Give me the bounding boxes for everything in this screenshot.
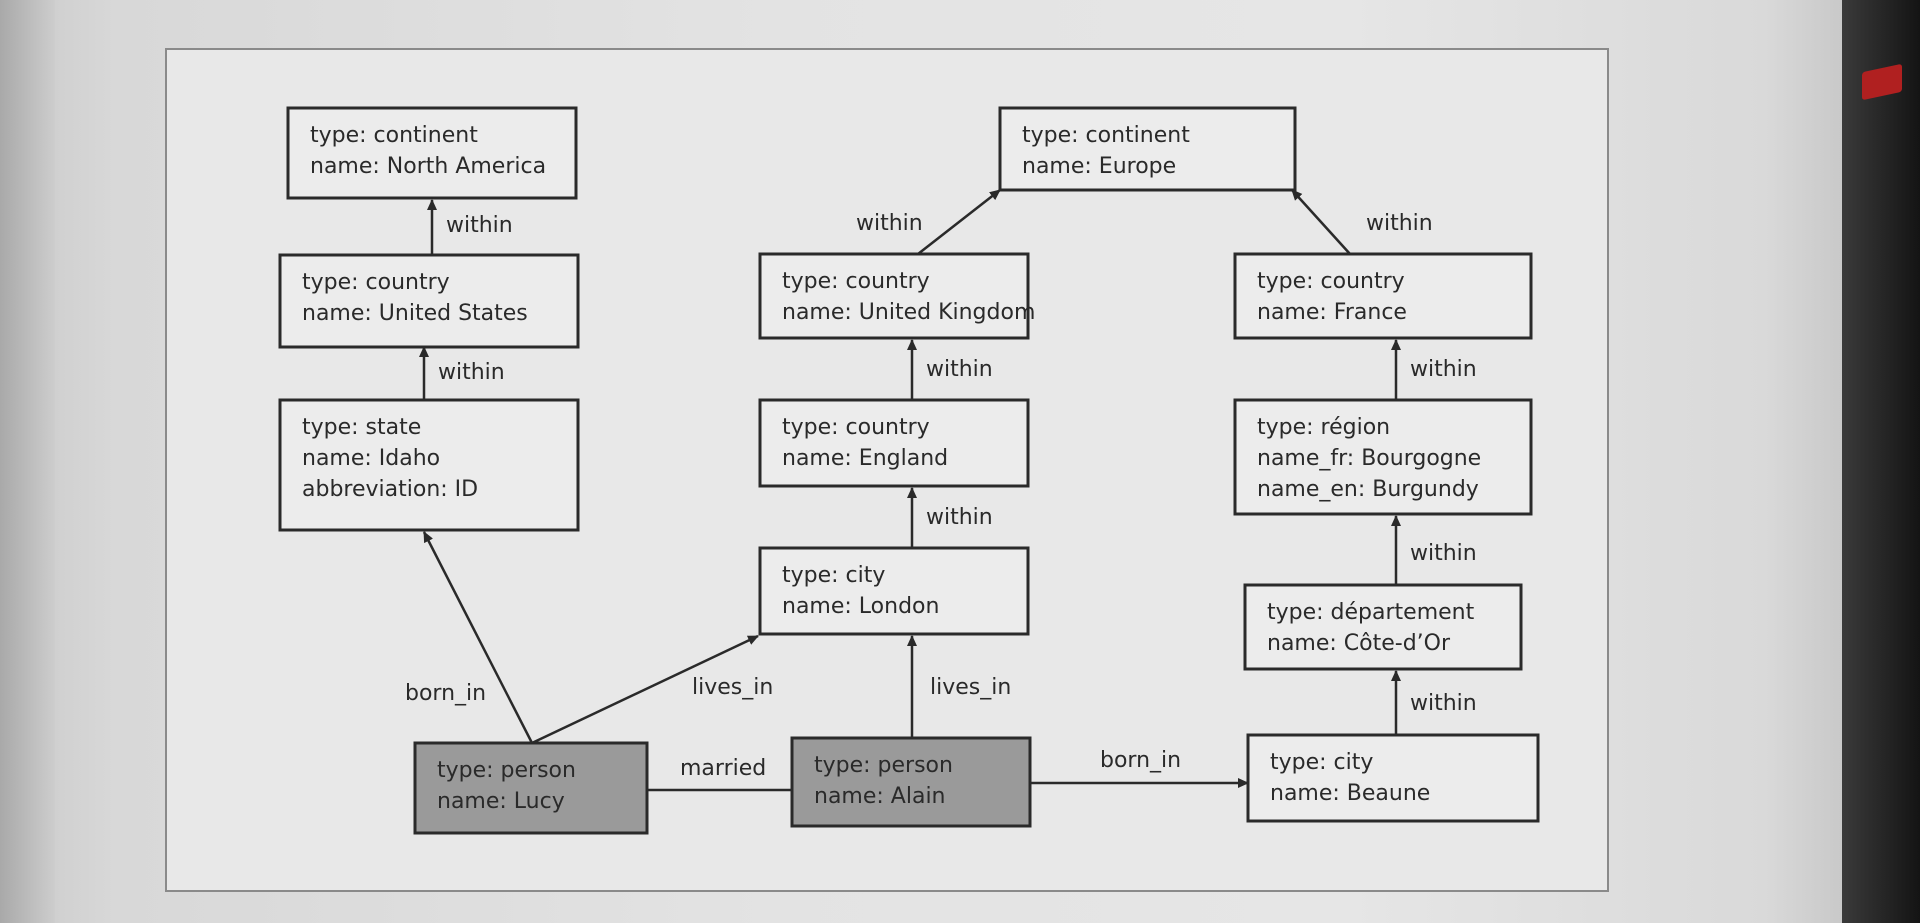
edge-line xyxy=(917,189,1001,255)
node-box xyxy=(1233,398,1533,516)
desk-edge xyxy=(1842,0,1920,923)
node-line: name: Idaho xyxy=(302,446,440,471)
edge-label: within xyxy=(856,211,923,236)
node-united-kingdom: type: country name: United Kingdom xyxy=(758,252,1035,340)
node-europe: type: continent name: Europe xyxy=(998,106,1297,192)
node-box xyxy=(413,741,649,835)
edge-cotedor-within-bourgogne: within xyxy=(1391,515,1477,585)
edge-line xyxy=(1291,189,1351,255)
node-line: type: continent xyxy=(1022,123,1190,148)
edge-france-within-europe: within xyxy=(1291,189,1433,255)
edge-label: within xyxy=(438,360,505,385)
node-line: name: United Kingdom xyxy=(782,300,1035,325)
edge-line xyxy=(531,634,759,745)
node-box xyxy=(998,106,1297,192)
edge-lucy-married-alain: married xyxy=(647,756,792,792)
node-box xyxy=(278,253,580,349)
node-line: name: France xyxy=(1257,300,1407,325)
edge-uk-within-europe: within xyxy=(856,189,1001,255)
node-box xyxy=(286,106,578,200)
node-line: name_en: Burgundy xyxy=(1257,477,1479,502)
edge-label: born_in xyxy=(1100,748,1181,773)
node-line: name: United States xyxy=(302,301,528,326)
node-line: name: England xyxy=(782,446,948,471)
node-england: type: country name: England xyxy=(758,398,1030,488)
edge-england-within-uk: within xyxy=(907,339,993,400)
edge-beaune-within-cotedor: within xyxy=(1391,670,1477,735)
node-line: type: continent xyxy=(310,123,478,148)
node-line: type: person xyxy=(437,758,576,783)
node-line: name: London xyxy=(782,594,939,619)
node-line: type: state xyxy=(302,415,421,440)
edge-lucy-lives-in-london: lives_in xyxy=(531,634,773,745)
node-north-america: type: continent name: North America xyxy=(286,106,578,200)
node-line: type: country xyxy=(1257,269,1405,294)
edge-label: within xyxy=(1410,691,1477,716)
node-idaho: type: state name: Idaho abbreviation: ID xyxy=(278,398,580,532)
edge-london-within-england: within xyxy=(907,487,993,548)
node-box xyxy=(1243,583,1523,671)
node-line: name: Europe xyxy=(1022,154,1176,179)
edge-label: married xyxy=(680,756,766,781)
node-box xyxy=(758,252,1030,340)
node-line: type: département xyxy=(1267,600,1475,625)
edge-label: within xyxy=(926,357,993,382)
node-lucy: type: person name: Lucy xyxy=(413,741,649,835)
edge-us-within-na: within xyxy=(427,199,513,255)
node-line: type: country xyxy=(782,415,930,440)
edge-label: within xyxy=(1366,211,1433,236)
node-line: type: country xyxy=(782,269,930,294)
node-box xyxy=(758,398,1030,488)
node-box xyxy=(758,546,1030,636)
node-box xyxy=(790,736,1032,828)
node-alain: type: person name: Alain xyxy=(790,736,1032,828)
node-line: type: région xyxy=(1257,415,1390,440)
node-beaune: type: city name: Beaune xyxy=(1246,733,1540,823)
node-line: name: Alain xyxy=(814,784,946,809)
edge-label: within xyxy=(446,213,513,238)
node-france: type: country name: France xyxy=(1233,252,1533,340)
edge-label: within xyxy=(1410,541,1477,566)
node-line: type: city xyxy=(1270,750,1373,775)
node-united-states: type: country name: United States xyxy=(278,253,580,349)
node-line: abbreviation: ID xyxy=(302,477,478,502)
node-bourgogne: type: région name_fr: Bourgogne name_en: B… xyxy=(1233,398,1533,516)
edge-label: lives_in xyxy=(692,675,773,700)
node-box xyxy=(1233,252,1533,340)
edges-layer: within within within within within within with… xyxy=(405,189,1477,792)
node-line: name_fr: Bourgogne xyxy=(1257,446,1481,471)
node-box xyxy=(1246,733,1540,823)
edge-label: within xyxy=(926,505,993,530)
edge-label: within xyxy=(1410,357,1477,382)
edge-idaho-within-us: within xyxy=(419,346,505,400)
edge-lucy-born-in-idaho: born_in xyxy=(405,531,534,744)
node-line: name: Beaune xyxy=(1270,781,1430,806)
node-london: type: city name: London xyxy=(758,546,1030,636)
edge-label: born_in xyxy=(405,681,486,706)
node-line: name: North America xyxy=(310,154,546,179)
edge-alain-lives-in-london: lives_in xyxy=(907,635,1011,738)
edge-alain-born-in-beaune: born_in xyxy=(1030,748,1249,788)
node-line: name: Lucy xyxy=(437,789,565,814)
edge-bourgogne-within-france: within xyxy=(1391,339,1477,400)
node-cote-dor: type: département name: Côte-d’Or xyxy=(1243,583,1523,671)
book-fold-shadow xyxy=(0,0,55,923)
node-line: type: city xyxy=(782,563,885,588)
node-line: type: person xyxy=(814,753,953,778)
node-line: name: Côte-d’Or xyxy=(1267,631,1451,656)
edge-label: lives_in xyxy=(930,675,1011,700)
edge-line xyxy=(422,531,534,744)
node-line: type: country xyxy=(302,270,450,295)
node-box xyxy=(278,398,580,532)
